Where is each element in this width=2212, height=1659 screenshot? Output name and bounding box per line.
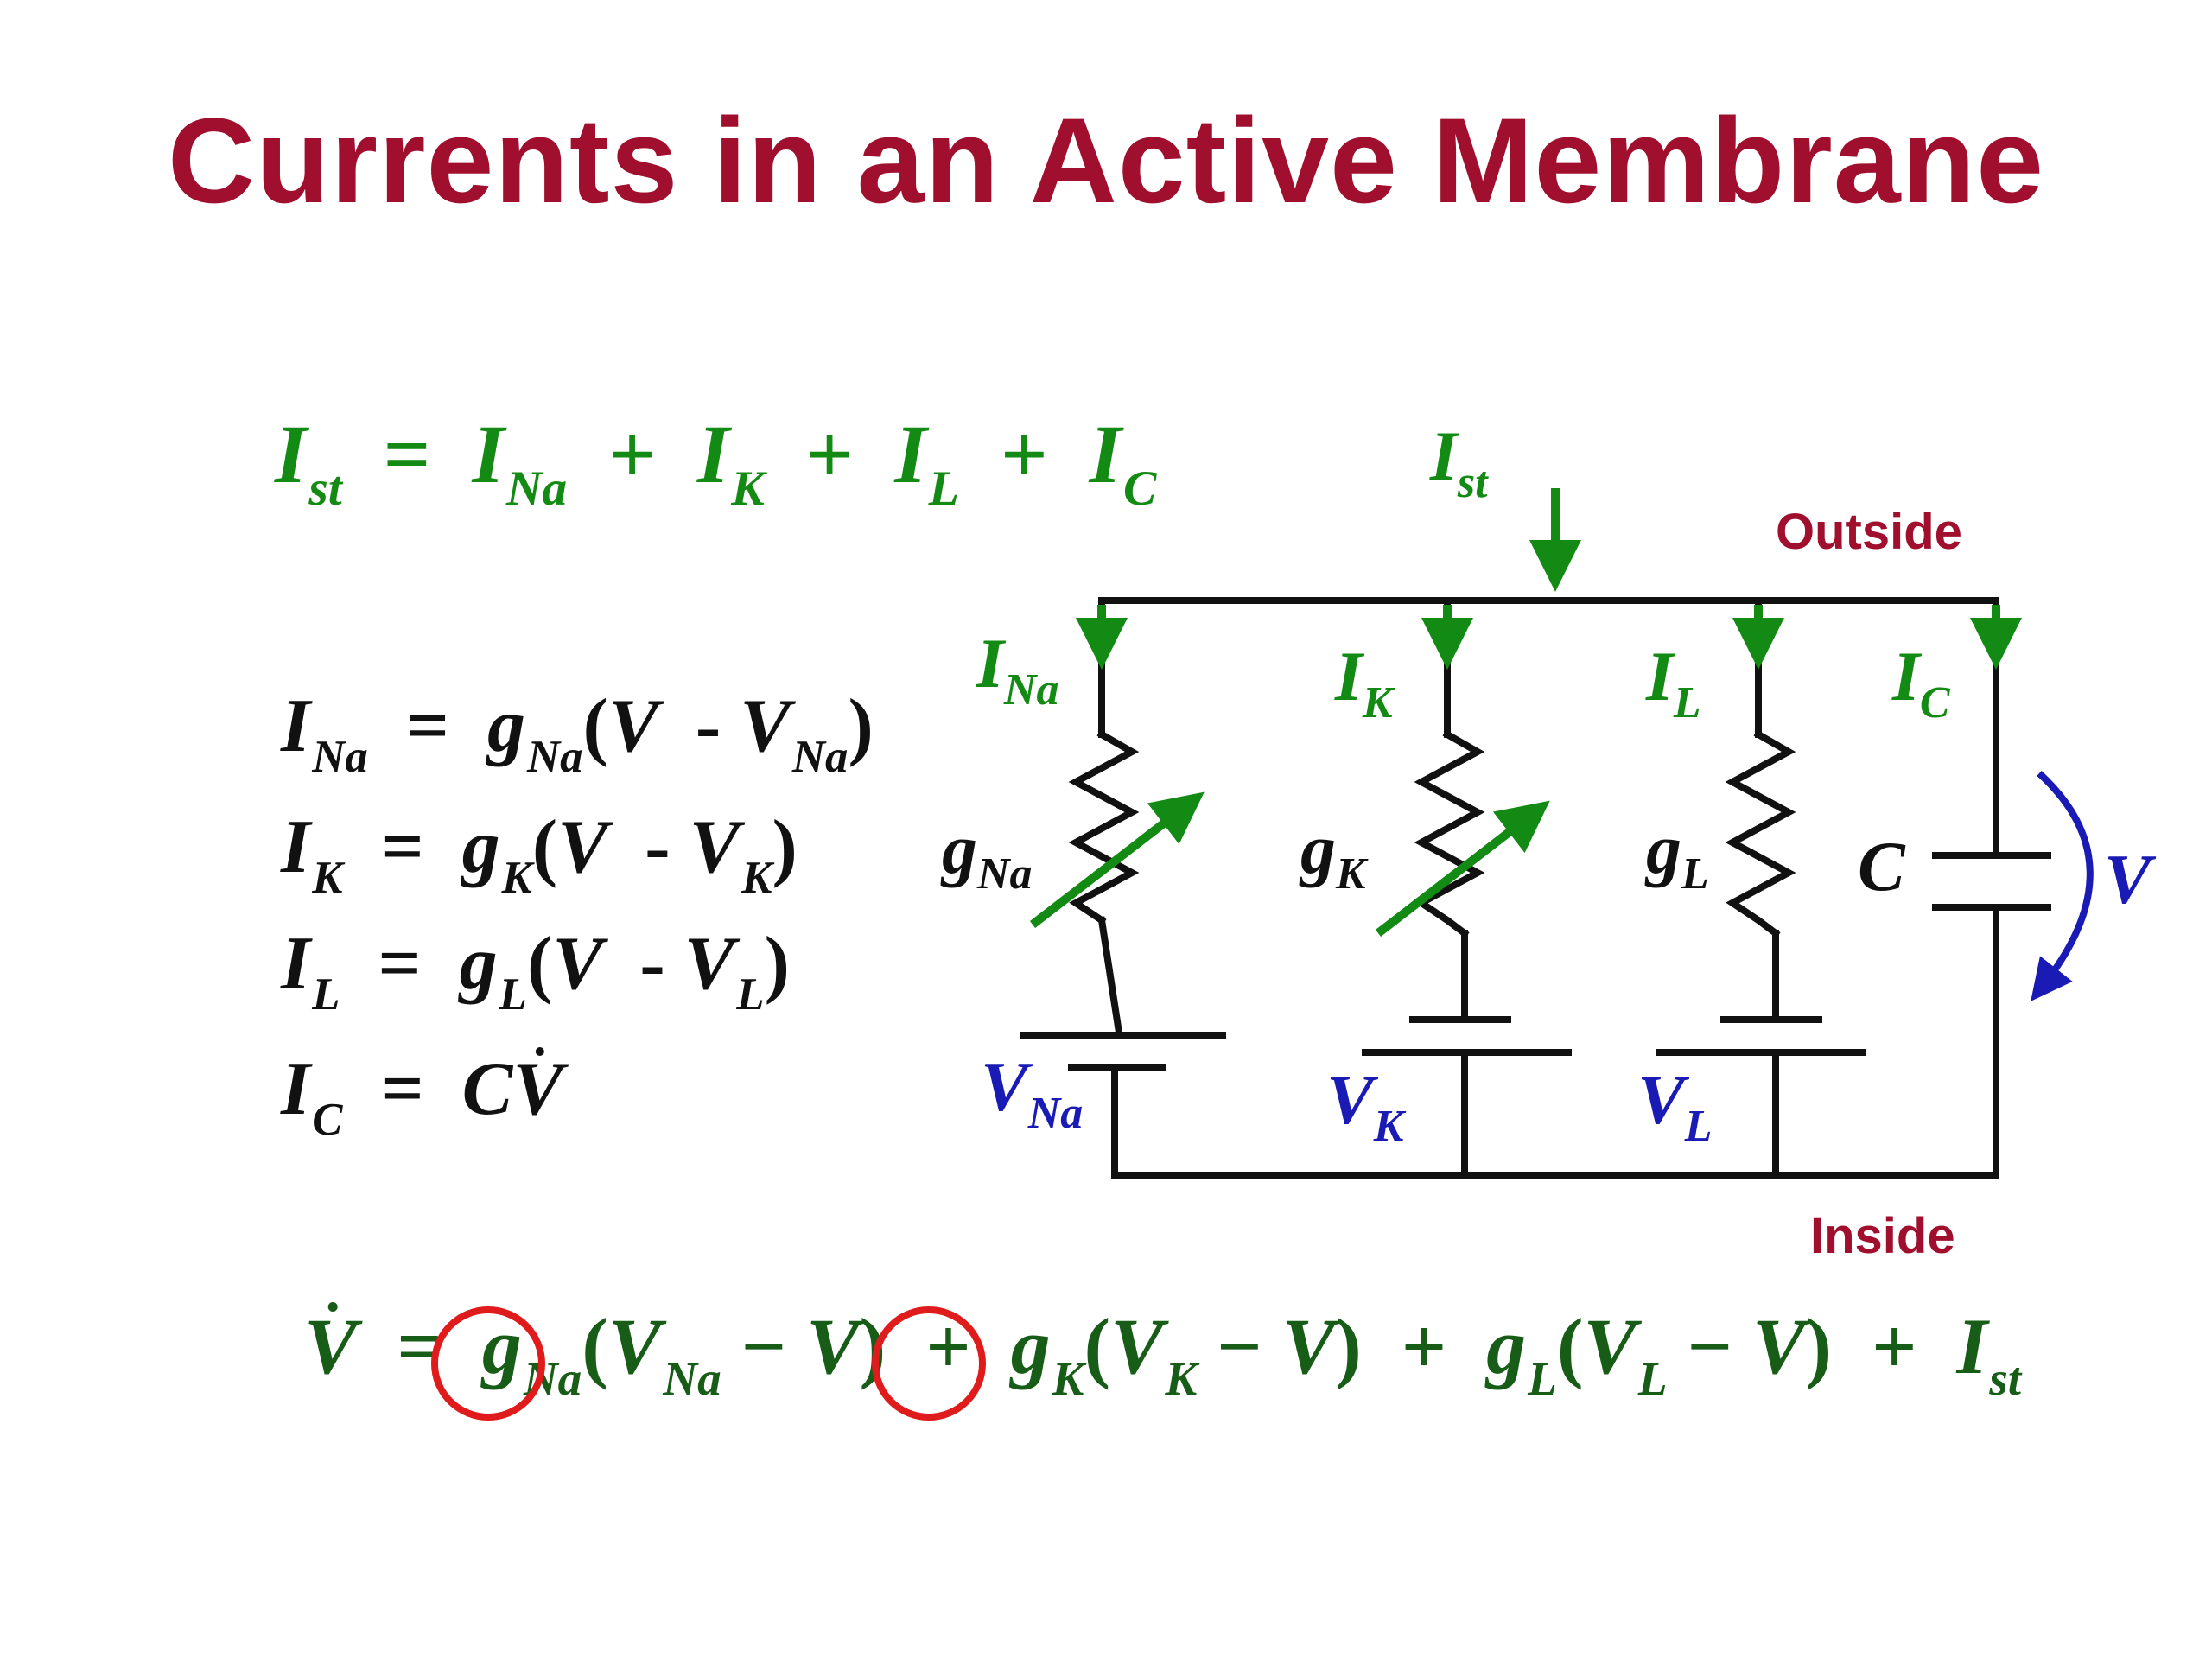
voltage-arc-arrow xyxy=(2031,771,2094,1001)
ik-label: IK xyxy=(1334,637,1395,728)
sodium-current-definition: INa = gNa(V -VNa) xyxy=(281,684,874,782)
term-il: IL xyxy=(894,408,959,516)
gk-label: gK xyxy=(1299,810,1369,899)
gna-variable-arrow xyxy=(1029,791,1205,928)
gna-resistor xyxy=(1068,729,1140,925)
inside-label: Inside xyxy=(1810,1208,1955,1264)
ist-label: Ist xyxy=(1429,416,1489,507)
membrane-voltage-label: V xyxy=(2104,840,2157,918)
gna-label: gNa xyxy=(940,810,1033,899)
outside-label: Outside xyxy=(1776,504,1962,560)
ina-label: INa xyxy=(976,624,1058,715)
gna-highlight-circle xyxy=(431,1306,545,1421)
current-sum-equation: Ist = INa + IK + IL + IC xyxy=(275,406,1156,517)
gl-label: gL xyxy=(1644,810,1709,899)
ic-label: IC xyxy=(1891,637,1951,728)
il-label: IL xyxy=(1645,637,1701,728)
potassium-current-definition: IK = gK(V -VK) xyxy=(281,805,798,903)
plus-operator: + xyxy=(805,408,854,500)
vna-label: VNa xyxy=(981,1047,1083,1138)
leak-current-definition: IL = gL(V -VL) xyxy=(281,922,790,1020)
term-ik: IK xyxy=(696,408,765,516)
term-ic: IC xyxy=(1089,408,1157,516)
term-ina: INa xyxy=(472,408,568,516)
vl-label: VL xyxy=(1637,1060,1712,1151)
gk-highlight-circle xyxy=(872,1306,986,1421)
gk-variable-arrow xyxy=(1375,800,1550,937)
gl-resistor xyxy=(1725,729,1796,938)
equals-operator: = xyxy=(383,408,431,500)
voltage-derivative-equation: V = gNa(VNa−V) + gK(VK−V) + gL(VL−V) + I… xyxy=(304,1302,2022,1405)
gk-term: gK xyxy=(1010,1302,1084,1405)
ist-subscript: st xyxy=(308,461,342,516)
ist-symbol: I xyxy=(275,408,308,500)
page-title: Currents in an Active Membrane xyxy=(167,92,2045,228)
capacitance-label: C xyxy=(1858,827,1906,906)
plus-operator: + xyxy=(608,408,656,500)
gk-resistor xyxy=(1414,729,1485,938)
plus-operator: + xyxy=(1000,408,1048,500)
vk-label: VK xyxy=(1326,1060,1407,1151)
capacitive-current-definition: IC = CV xyxy=(281,1047,564,1145)
